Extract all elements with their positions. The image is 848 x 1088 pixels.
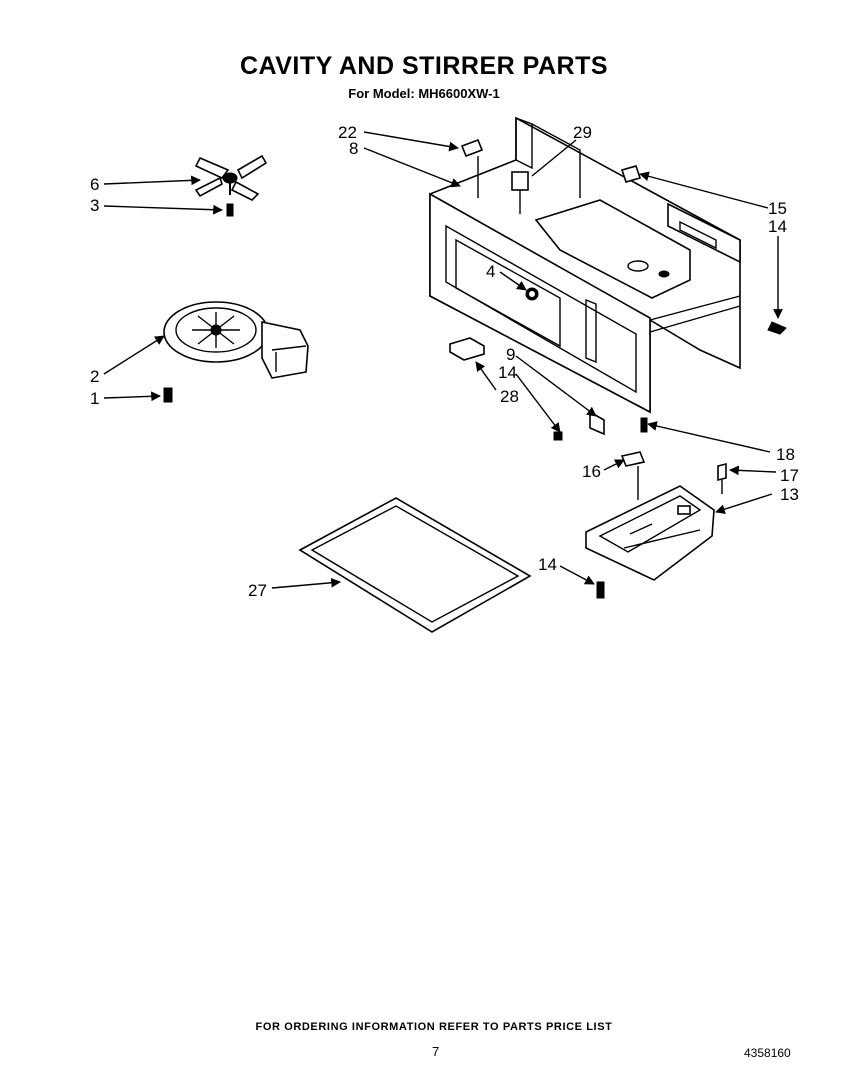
callout-14-middle: 14: [498, 363, 517, 382]
page-number: 7: [432, 1044, 440, 1059]
callout-18: 18: [776, 445, 795, 464]
page-title: CAVITY AND STIRRER PARTS: [239, 52, 609, 80]
callout-6: 6: [90, 175, 99, 194]
exploded-view-diagram: 22 8 29 6 3 15 14 4 2 1 9 14 28 18 16 17…: [90, 116, 799, 633]
glass-tray-drawing: [298, 497, 532, 633]
callout-1: 1: [90, 389, 99, 408]
callout-13: 13: [780, 485, 799, 504]
callout-22: 22: [338, 123, 357, 142]
callout-14-bottom: 14: [538, 555, 557, 574]
callout-16: 16: [582, 462, 601, 481]
leader-lines: [103, 131, 783, 589]
fan-housing-drawing: [163, 301, 309, 403]
callout-8: 8: [349, 139, 358, 158]
document-number: 4358160: [744, 1046, 791, 1060]
callout-14-top: 14: [768, 217, 787, 236]
callout-4: 4: [486, 262, 495, 281]
model-subtitle: For Model: MH6600XW-1: [348, 86, 500, 101]
callout-27: 27: [248, 581, 267, 600]
callout-2: 2: [90, 367, 99, 386]
pad-drawing: [449, 337, 485, 361]
callout-labels: 22 8 29 6 3 15 14 4 2 1 9 14 28 18 16 17…: [90, 123, 799, 600]
callout-28: 28: [500, 387, 519, 406]
callout-9: 9: [506, 345, 515, 364]
ordering-note: FOR ORDERING INFORMATION REFER TO PARTS …: [255, 1021, 613, 1033]
callout-17: 17: [780, 466, 799, 485]
stirrer-blade-drawing: [194, 154, 268, 217]
callout-15: 15: [768, 199, 787, 218]
cavity-assembly-drawing: [429, 116, 741, 436]
bracket-plate-drawing: [553, 417, 727, 599]
switch-parts-drawing: [460, 138, 787, 335]
callout-29: 29: [573, 123, 592, 142]
callout-3: 3: [90, 196, 99, 215]
